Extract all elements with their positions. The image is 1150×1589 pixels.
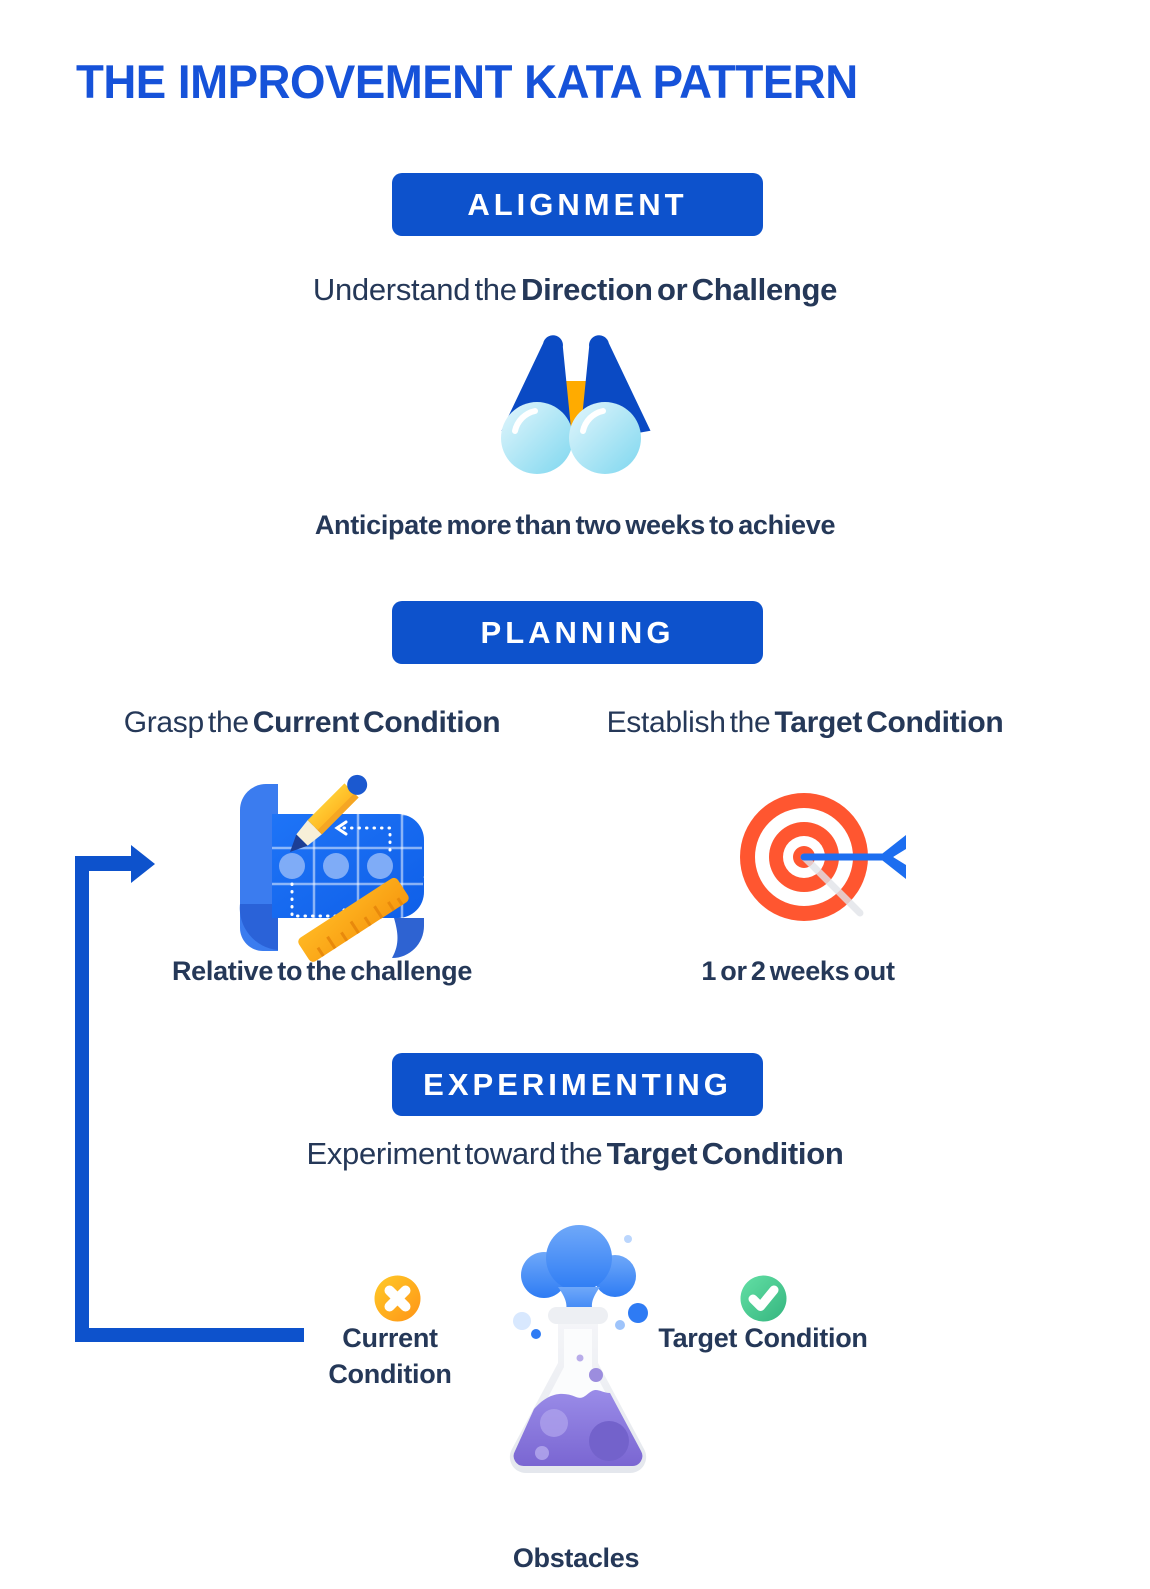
blueprint-icon [239,774,439,962]
experimenting-heading: Experiment toward the Target Condition [0,1136,1150,1172]
target-condition-caption: 1 or 2 weeks out [701,956,895,986]
loop-arrow-vertical-segment [75,856,89,1342]
target-heading-bold: Target Condition [774,706,1004,739]
planning-badge-label: PLANNING [480,614,675,650]
target-condition-label: Target Condition [658,1323,868,1353]
loop-arrowhead-icon [131,845,155,883]
current-condition-label: Current Condition [328,1323,452,1389]
experimenting-heading-prefix: Experiment toward the [306,1136,607,1171]
page-title: THE IMPROVEMENT KATA PATTERN [76,55,858,108]
x-badge-icon [374,1275,421,1322]
obstacles-label: Obstacles [512,1543,640,1573]
loop-arrow-bottom-segment [75,1328,304,1342]
flask-icon [509,1225,648,1474]
alignment-heading-prefix: Understand the [312,272,521,307]
alignment-caption: Anticipate more than two weeks to achiev… [314,510,836,540]
experimenting-badge: EXPERIMENTING [392,1053,763,1116]
loop-arrow-top-segment [75,856,131,871]
current-condition-heading: Grasp the Current Condition [62,706,562,740]
target-heading-prefix: Establish the [606,706,775,739]
alignment-badge-label: ALIGNMENT [467,186,688,222]
target-icon [740,793,906,921]
current-condition-caption: Relative to the challenge [171,956,473,986]
current-heading-bold: Current Condition [252,706,501,739]
alignment-heading: Understand the Direction or Challenge [0,272,1150,308]
experimenting-badge-label: EXPERIMENTING [423,1066,732,1102]
alignment-heading-bold: Direction or Challenge [520,272,838,307]
planning-badge: PLANNING [392,601,763,664]
target-condition-heading: Establish the Target Condition [555,706,1055,740]
current-heading-prefix: Grasp the [123,706,253,739]
check-badge-icon [740,1275,787,1322]
experimenting-heading-bold: Target Condition [606,1136,844,1171]
alignment-badge: ALIGNMENT [392,173,763,236]
binoculars-icon [501,335,651,474]
